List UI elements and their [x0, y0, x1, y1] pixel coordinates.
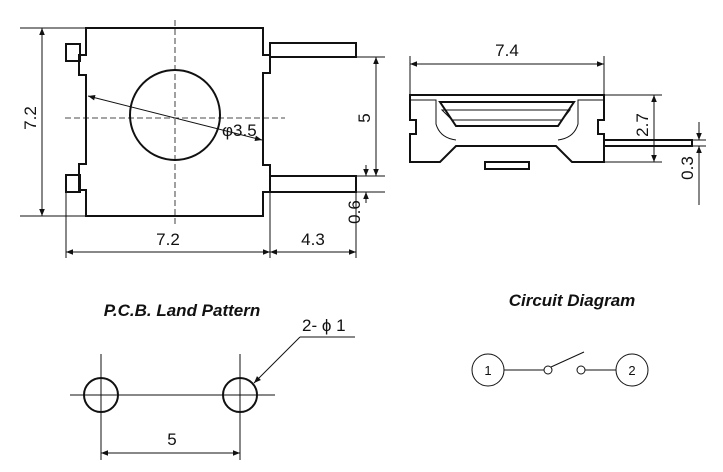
thickness-label: 0.3 — [678, 156, 697, 180]
land-pattern-title: P.C.B. Land Pattern — [104, 301, 261, 320]
side-view: 7.4 2.7 0.3 — [409, 41, 706, 205]
contact-right — [576, 365, 586, 375]
pad-label: 2- ϕ 1 — [302, 316, 346, 335]
circuit-title: Circuit Diagram — [509, 291, 636, 310]
pad-2 — [222, 377, 258, 413]
side-plunger — [438, 101, 576, 127]
pad-1 — [83, 377, 119, 413]
side-inner-left — [410, 99, 457, 141]
side-height-label: 2.7 — [633, 113, 652, 137]
left-tab-top — [65, 43, 81, 62]
height-dim-label: 7.2 — [21, 106, 40, 130]
diameter-leader — [87, 95, 263, 141]
spacing-label: 5 — [167, 430, 176, 449]
right-terminal-bottom — [269, 175, 357, 193]
side-slot — [440, 109, 572, 121]
width-dim-label: 7.2 — [156, 230, 180, 249]
diameter-label: φ3.5 — [222, 121, 257, 140]
span-dim-label: 5 — [355, 113, 374, 122]
circuit-diagram: Circuit Diagram 1 2 — [471, 291, 649, 387]
land-pattern: P.C.B. Land Pattern 2- ϕ 1 5 — [70, 301, 355, 460]
side-width-label: 7.4 — [495, 41, 519, 60]
switch-blade — [550, 351, 585, 368]
contact-left — [543, 365, 553, 375]
pin2-circle — [615, 353, 649, 387]
pin1-label: 1 — [484, 363, 491, 378]
side-body-outline — [409, 94, 605, 163]
switch-body-outline — [78, 27, 271, 217]
pin2-label: 2 — [628, 363, 635, 378]
pad-leader — [253, 336, 301, 384]
terminal-length-label: 4.3 — [301, 230, 325, 249]
top-view: φ3.5 7.2 7.2 4.3 5 0.6 — [20, 20, 385, 258]
side-inner-right — [557, 99, 604, 141]
left-tab-bottom — [65, 174, 81, 193]
side-base-foot — [484, 161, 530, 170]
right-terminal-top — [269, 42, 357, 58]
terminal-width-label: 0.6 — [345, 200, 364, 224]
side-terminal — [603, 139, 693, 147]
